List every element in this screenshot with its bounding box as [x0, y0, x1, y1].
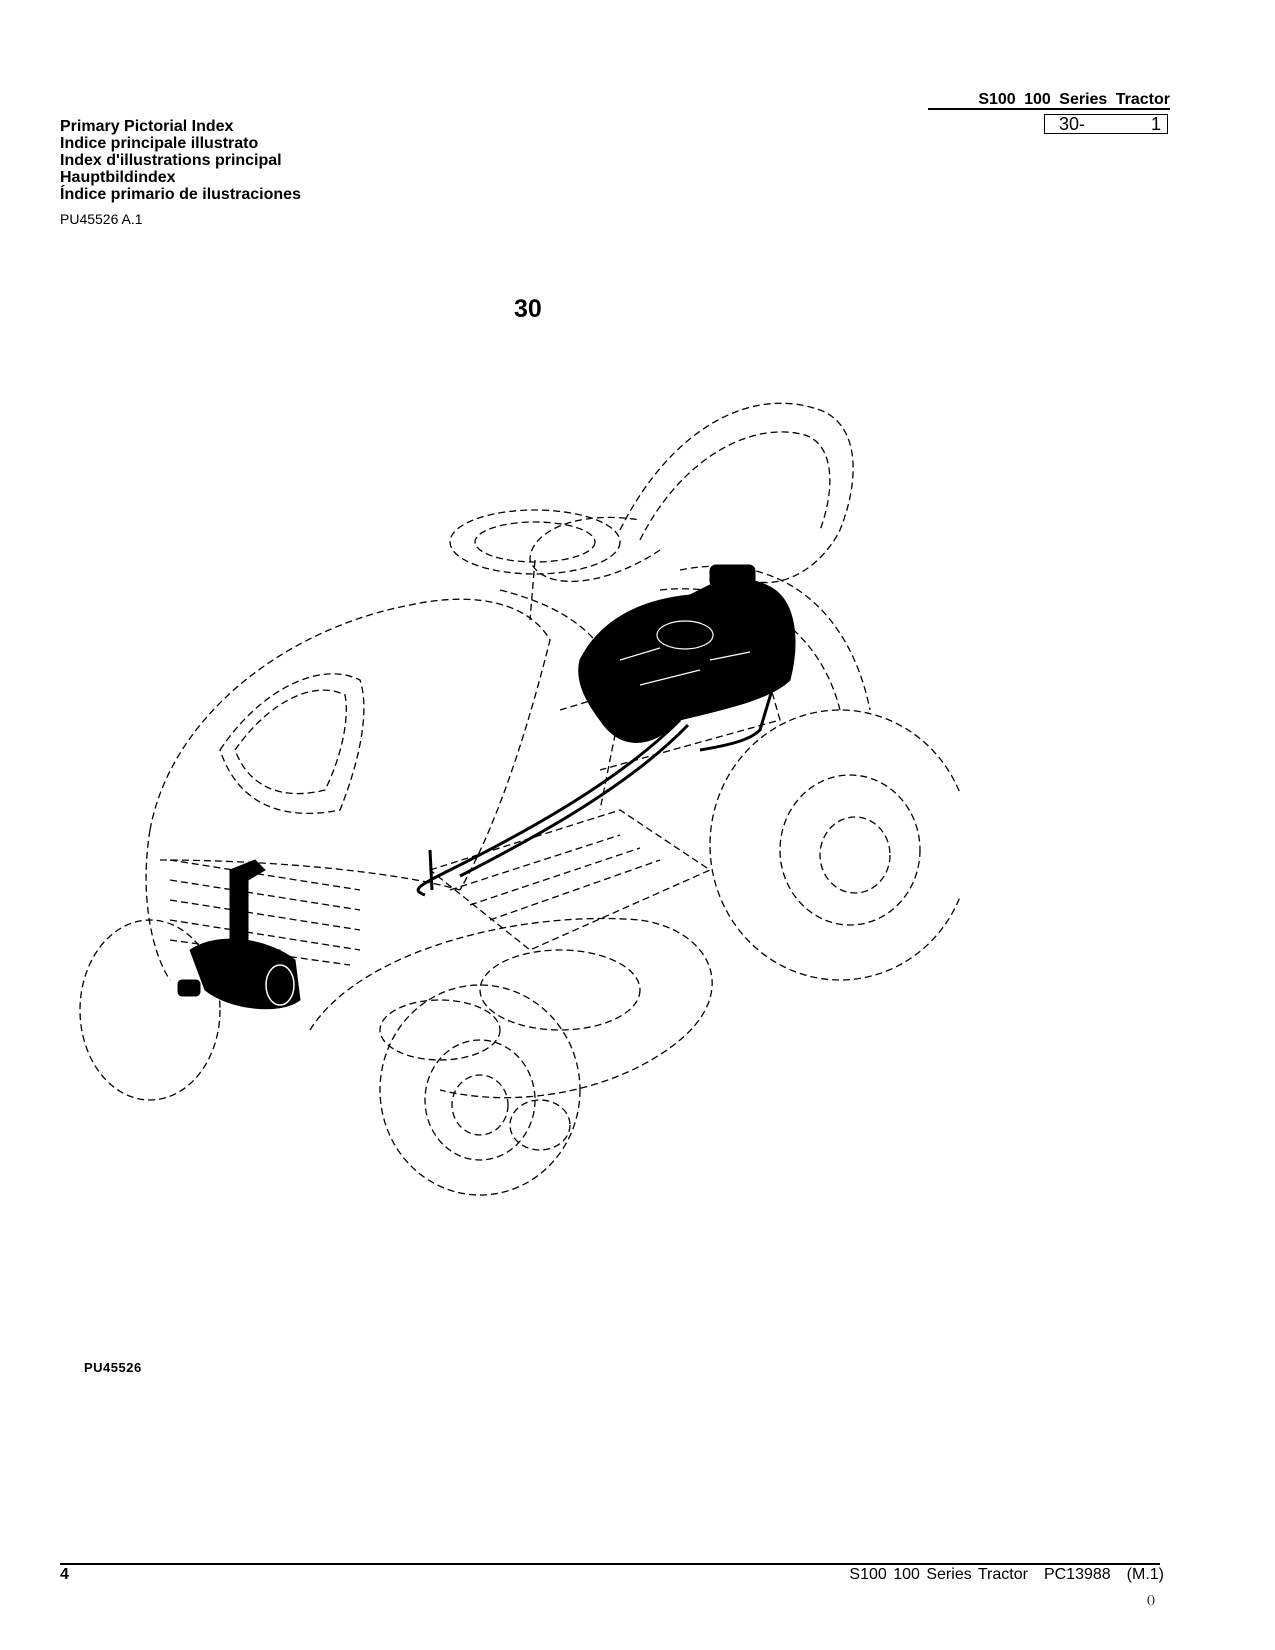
- title-de: Hauptbildindex: [60, 169, 176, 186]
- figure-label: PU45526: [84, 1360, 142, 1375]
- footer-text: S100 100 Series Tractor PC13988 (M.1): [833, 1566, 1164, 1584]
- tractor-illustration: [79, 402, 960, 1196]
- section-number: 30-: [1059, 114, 1086, 134]
- title-it: Indice principale illustrato: [60, 135, 259, 152]
- page-number: 4: [60, 1566, 69, 1583]
- header-title: S100 100 Series Tractor: [978, 91, 1170, 108]
- reference-code: PU45526 A.1: [60, 211, 143, 227]
- footer-doc-code: PC13988: [1043, 1566, 1111, 1583]
- title-es: Índice primario de ilustraciones: [60, 186, 301, 203]
- footer-revision: (M.1): [1126, 1566, 1164, 1583]
- footer-mark: (): [1147, 1592, 1155, 1606]
- title-fr: Index d'illustrations principal: [60, 152, 282, 169]
- callout-number: 30: [514, 295, 542, 323]
- section-page-box: 30- 1: [1044, 114, 1168, 134]
- footer-title: S100 100 Series Tractor: [849, 1566, 1028, 1583]
- footer-rule: [60, 1563, 1160, 1565]
- header-rule: [928, 108, 1170, 110]
- section-page-number: 1: [1150, 114, 1161, 134]
- title-en: Primary Pictorial Index: [60, 118, 234, 135]
- index-titles: Primary Pictorial Index Indice principal…: [60, 118, 301, 203]
